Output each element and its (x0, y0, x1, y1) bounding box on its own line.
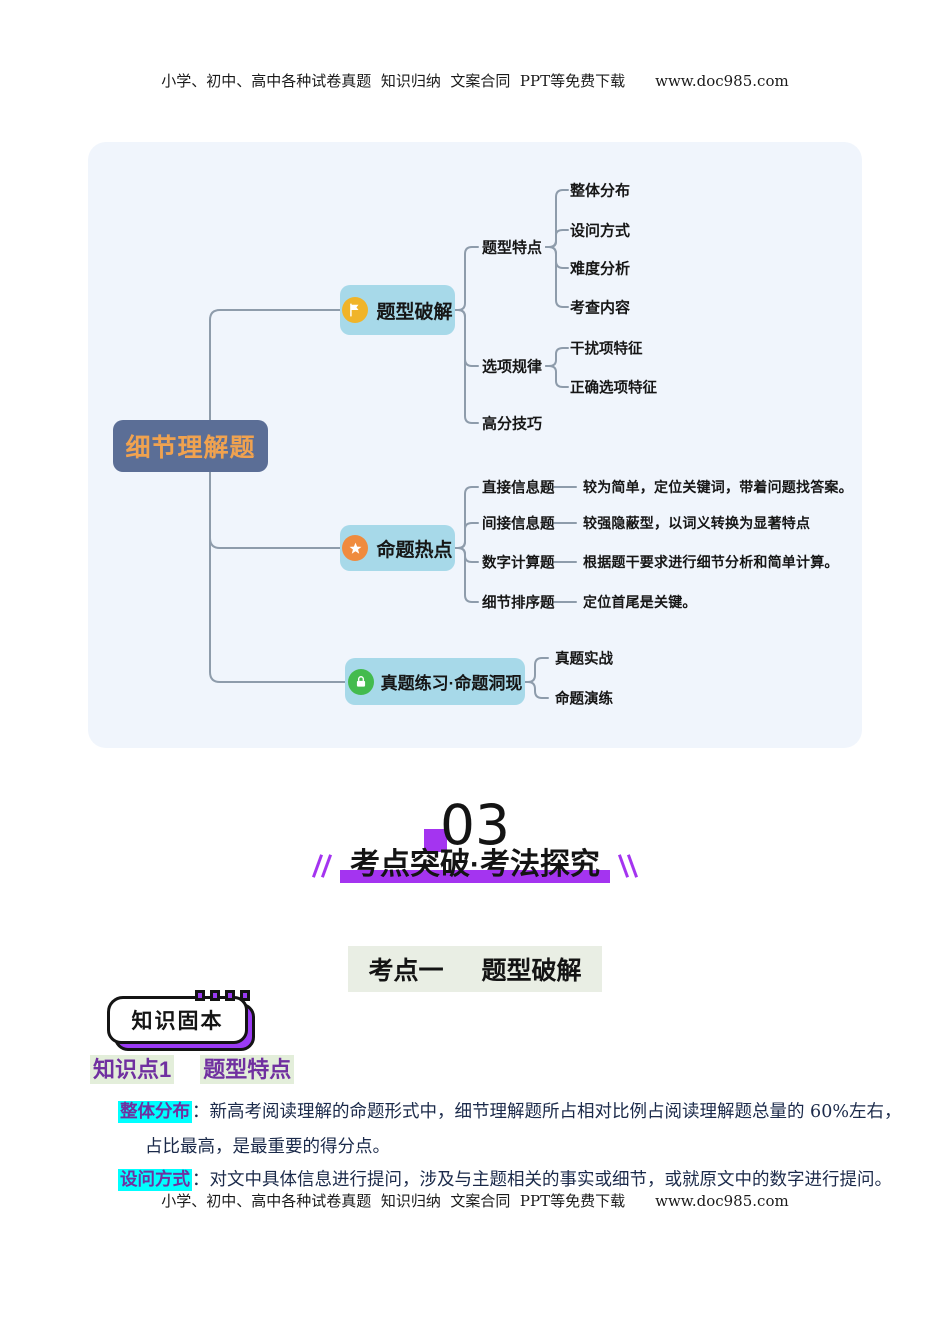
mindmap-item: 设问方式 (570, 222, 631, 240)
colon: ： (192, 1170, 210, 1190)
section-title: 考点突破·考法探究 (350, 848, 600, 881)
double-slash-left-icon (311, 853, 333, 884)
term-highlight: 设问方式 (118, 1169, 192, 1191)
section-title-block: 考点突破·考法探究 (0, 846, 950, 884)
mindmap-item: 考查内容 (570, 299, 631, 317)
double-slash-right-icon (617, 853, 639, 884)
mindmap-item: 难度分析 (570, 260, 631, 278)
mindmap-item: 真题实战 (555, 651, 613, 668)
paragraph-text: 对文中具体信息进行提问，涉及与主题相关的事实或细节，或就原文中的数字进行提问。 (209, 1170, 893, 1190)
mindmap-item: 直接信息题 (482, 480, 555, 497)
branch-node-tixing-pojie: 题型破解 (340, 285, 455, 335)
mindmap-item: 干扰项特征 (570, 341, 643, 358)
paragraph-text: 占比最高，是最重要的得分点。 (145, 1137, 390, 1157)
mindmap-item-desc: 定位首尾是关键。 (583, 594, 697, 610)
colon: ： (192, 1102, 210, 1122)
purple-square-decoration (424, 829, 447, 852)
paragraph-line: 设问方式：对文中具体信息进行提问，涉及与主题相关的事实或细节，或就原文中的数字进… (118, 1166, 892, 1191)
flag-icon (342, 297, 369, 323)
branch-label: 题型破解 (376, 301, 453, 323)
knowledge-point-title: 题型特点 (200, 1055, 295, 1084)
kaodian-title: 题型破解 (481, 957, 582, 985)
mindmap-item: 命题演练 (555, 691, 613, 708)
page-header: 小学、初中、高中各种试卷真题 知识归纳 文案合同 PPT等免费下载 www.do… (161, 72, 789, 90)
mindmap-item: 选项规律 (482, 358, 543, 376)
branch-label: 命题热点 (376, 539, 453, 561)
branch-node-mingti-redian: 命题热点 (340, 525, 455, 571)
root-label: 细节理解题 (125, 434, 256, 462)
mindmap-root-node: 细节理解题 (113, 420, 268, 472)
mindmap-item: 高分技巧 (482, 415, 543, 433)
branch-label: 真题练习·命题洞现 (380, 674, 523, 693)
knowledge-badge: 知识固本 (107, 996, 248, 1044)
paragraph-line: 占比最高，是最重要的得分点。 (145, 1133, 390, 1158)
mindmap-connector-lines (209, 189, 577, 699)
star-icon (342, 535, 369, 561)
badge-squares-decoration (195, 990, 250, 1001)
mindmap-item: 正确选项特征 (570, 380, 657, 397)
term-highlight: 整体分布 (118, 1101, 192, 1123)
knowledge-point-heading: 知识点1 题型特点 (90, 1052, 295, 1084)
branch-node-zhenti-lianxi: 真题练习·命题洞现 (345, 658, 525, 705)
mindmap-panel: 细节理解题 题型破解 命题热点 真题练习·命题洞现 题型特点 选项规律 高分技巧 (88, 142, 862, 748)
purple-underline-bar (340, 869, 610, 883)
section-number: 03 (440, 793, 510, 857)
lock-icon (347, 668, 374, 695)
mindmap-item-desc: 根据题干要求进行细节分析和简单计算。 (583, 554, 839, 570)
mindmap-item: 间接信息题 (482, 516, 555, 533)
paragraph-line: 整体分布：新高考阅读理解的命题形式中，细节理解题所占相对比例占阅读理解题总量的 … (118, 1098, 901, 1123)
kaodian-heading-block: 考点一 题型破解 (0, 946, 950, 992)
section-number-block: 03 (0, 798, 950, 853)
mindmap-item: 细节排序题 (482, 595, 555, 612)
mindmap-item: 数字计算题 (482, 555, 555, 572)
mindmap-item-desc: 较为简单，定位关键词，带着问题找答案。 (583, 479, 853, 495)
paragraph-text: 新高考阅读理解的命题形式中，细节理解题所占相对比例占阅读理解题总量的 60%左右… (209, 1102, 902, 1122)
mindmap-item-desc: 较强隐蔽型，以词义转换为显著特点 (583, 515, 811, 531)
page-footer: 小学、初中、高中各种试卷真题 知识归纳 文案合同 PPT等免费下载 www.do… (161, 1192, 789, 1210)
mindmap-item: 题型特点 (482, 239, 543, 257)
mindmap-item: 整体分布 (570, 182, 631, 200)
kaodian-label: 考点一 (368, 957, 444, 985)
badge-label: 知识固本 (131, 1010, 224, 1033)
knowledge-point-label: 知识点1 (90, 1055, 175, 1084)
